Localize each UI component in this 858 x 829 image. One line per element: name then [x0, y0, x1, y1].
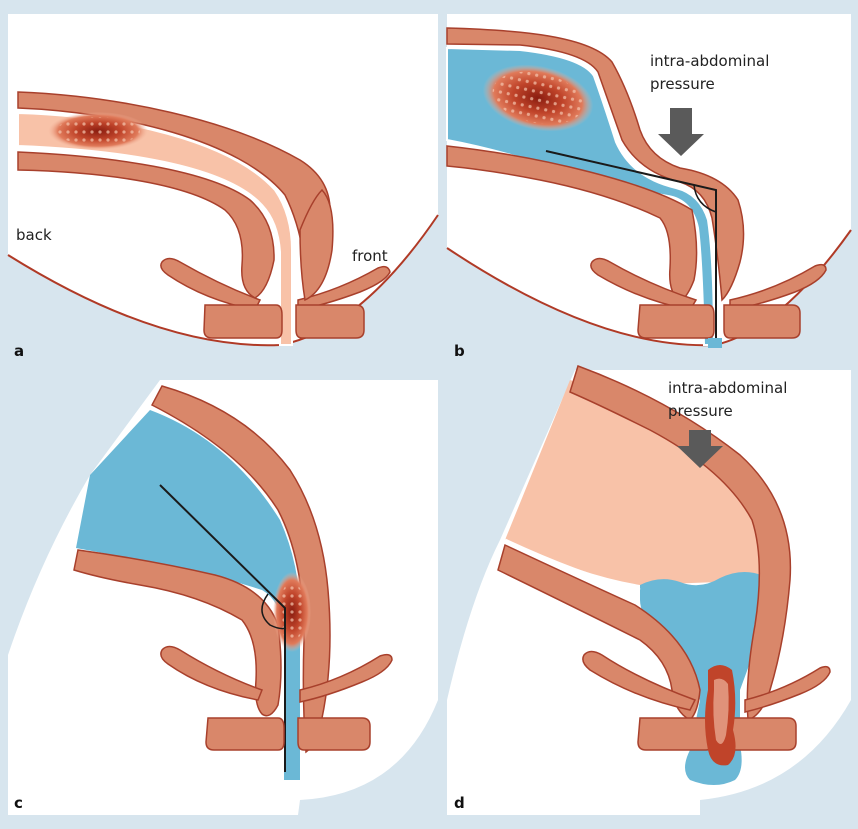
panel-b-letter: b: [454, 342, 465, 360]
panel-d-sphincter-right: [728, 718, 796, 750]
panel-a-sphincter-left: [204, 305, 282, 338]
panel-a-back-label: back: [16, 226, 52, 244]
panel-c: c: [8, 380, 438, 815]
panel-d-letter: d: [454, 794, 465, 812]
panel-a-front-label: front: [352, 247, 388, 265]
panel-b-sphincter-left: [638, 305, 714, 338]
panel-c-letter: c: [14, 794, 23, 812]
panel-a-letter: a: [14, 342, 24, 360]
panel-a-stool: [48, 112, 148, 150]
panel-d-stool: [705, 665, 736, 765]
panel-d: intra-abdominal pressure d: [447, 366, 851, 815]
panel-b-sphincter-right: [724, 305, 800, 338]
panel-d-pressure-label-line2: pressure: [668, 402, 733, 420]
panel-b-pressure-label-line2: pressure: [650, 75, 715, 93]
panel-a-sphincter-right: [296, 305, 364, 338]
panel-c-sphincter-left: [206, 718, 284, 750]
panel-c-stool: [273, 572, 311, 652]
panel-a: back front a: [8, 14, 438, 360]
panel-c-sphincter-right: [298, 718, 370, 750]
panel-b-fluid-leak: [708, 338, 722, 348]
panel-d-sphincter-left: [638, 718, 712, 750]
panel-b-pressure-label-line1: intra-abdominal: [650, 52, 769, 70]
panel-d-pressure-label-line1: intra-abdominal: [668, 379, 787, 397]
panel-b: intra-abdominal pressure b: [447, 14, 851, 360]
